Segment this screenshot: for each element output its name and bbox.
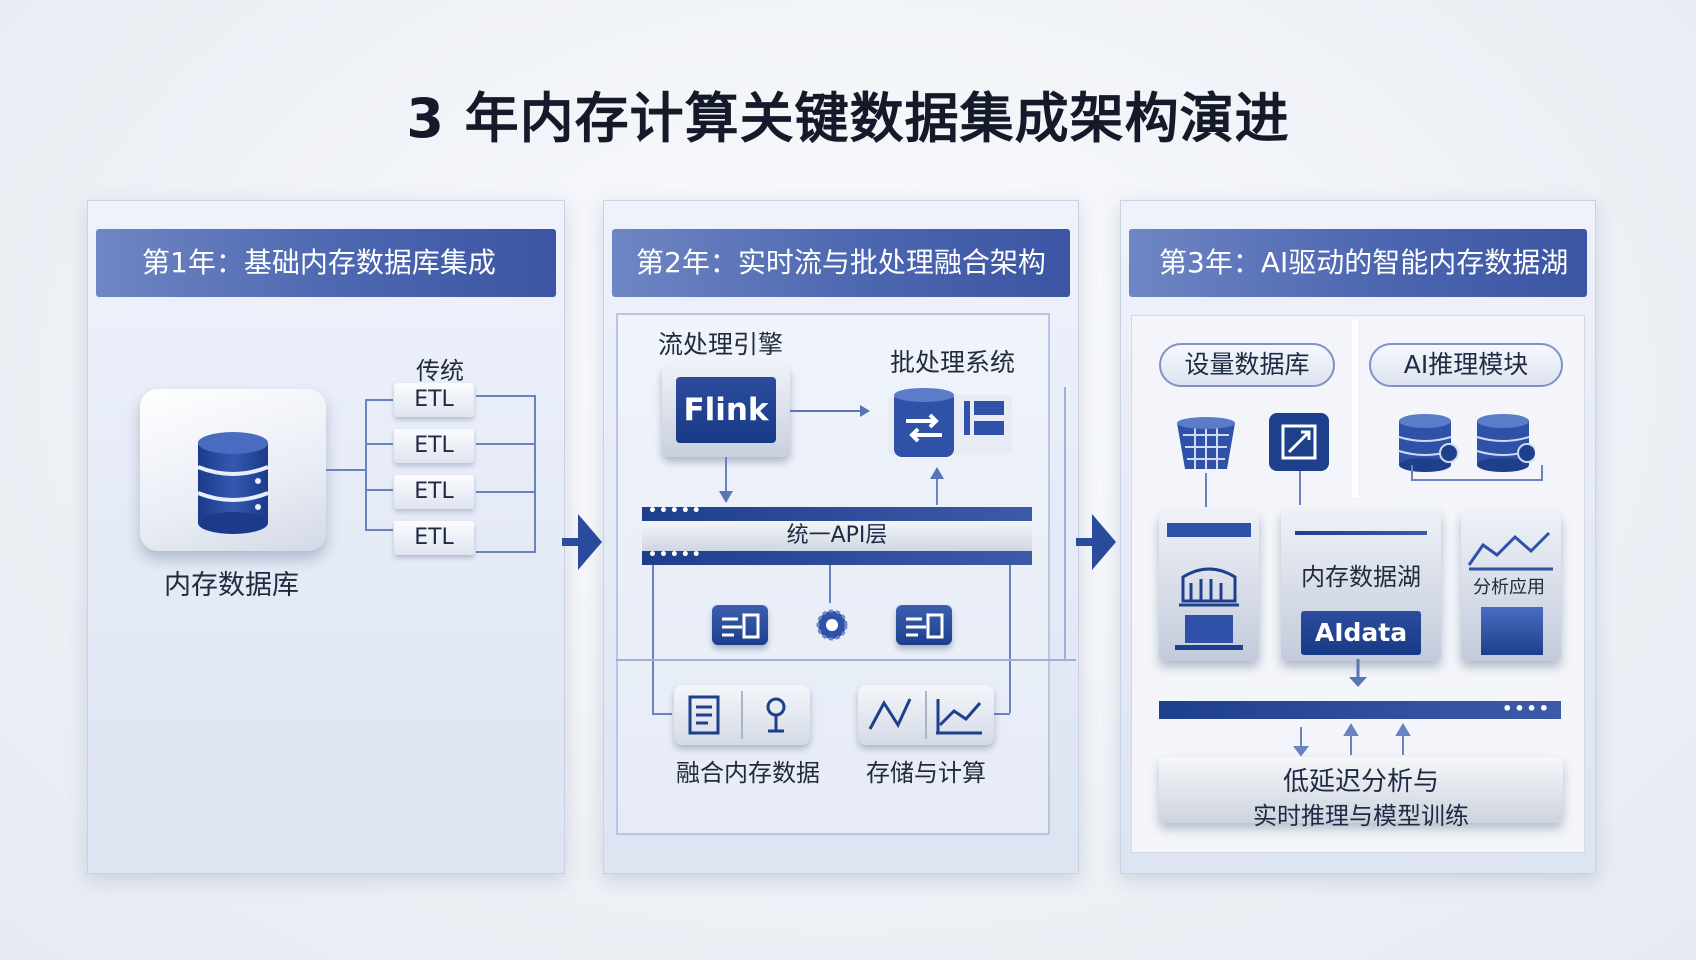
connector (1009, 565, 1011, 713)
connector (365, 489, 393, 491)
batch-system-label: 批处理系统 (890, 348, 1016, 377)
fusion-data-label: 融合内存数据 (676, 759, 820, 787)
year1-header: 第1年：基础内存数据库集成 (96, 229, 556, 297)
arrow-up-icon (930, 467, 944, 479)
flow-arrows-icon (1293, 723, 1411, 757)
memory-data-lake-label: 内存数据湖 (1301, 563, 1421, 591)
year1-panel: 第1年：基础内存数据库集成 内存数据库 传统 (87, 200, 565, 874)
year3-panel: 第3年：AI驱动的智能内存数据湖 设量数据库 AI推理模块 内存数据湖 AIda… (1120, 200, 1596, 874)
compute-node-icon[interactable] (896, 605, 952, 645)
connector (365, 399, 393, 401)
gear-icon[interactable] (812, 605, 852, 645)
database-icon (197, 432, 269, 534)
api-bottom-bar: ••••• (642, 547, 1032, 565)
data-bus-bar: •••• (1159, 699, 1561, 719)
connector (476, 443, 534, 445)
connector (1064, 387, 1066, 661)
connector (476, 491, 534, 493)
ai-inference-pill[interactable]: AI推理模块 (1369, 343, 1563, 387)
memory-data-lake-module[interactable]: 内存数据湖 AIdata (1281, 509, 1441, 661)
stream-engine-label: 流处理引擎 (658, 330, 784, 359)
data-bucket-icon (1177, 417, 1235, 469)
connector (936, 475, 938, 505)
low-latency-box[interactable]: 低延迟分析与 实时推理与模型训练 (1159, 757, 1563, 830)
connector (829, 565, 831, 603)
flink-logo: Flink (676, 377, 776, 443)
connector (725, 457, 727, 497)
fusion-data-tile[interactable] (674, 685, 810, 745)
storage-compute-tile[interactable] (858, 685, 994, 745)
connector (326, 469, 366, 471)
memory-db-label: 内存数据库 (164, 570, 299, 601)
divider (1352, 319, 1358, 497)
aidata-badge: AIdata (1301, 611, 1421, 655)
storage-node-icon[interactable] (712, 605, 768, 645)
ai-chip-icon (1269, 413, 1329, 471)
arrow-down-icon (719, 491, 733, 503)
connector (476, 551, 534, 553)
year2-header: 第2年：实时流与批处理融合架构 (612, 229, 1070, 297)
connector (365, 529, 393, 531)
dots: ••••• (648, 503, 703, 519)
year3-header: 第3年：AI驱动的智能内存数据湖 (1129, 229, 1587, 297)
connector (365, 399, 367, 529)
bottom-line-2: 实时推理与模型训练 (1253, 802, 1469, 830)
connector (616, 659, 1076, 661)
connector (990, 713, 1010, 715)
connector (365, 443, 393, 445)
dots: •••• (1502, 699, 1551, 718)
connector (1299, 471, 1301, 505)
etl-box[interactable]: ETL (394, 521, 474, 555)
arrow-right-icon (562, 514, 602, 570)
unified-api-layer[interactable]: 统一API层 (642, 521, 1032, 551)
connector (1205, 473, 1207, 507)
analytics-module[interactable]: 分析应用 (1461, 511, 1561, 661)
year2-panel: 第2年：实时流与批处理融合架构 流处理引擎 Flink 批处理系统 ••••• … (603, 200, 1079, 874)
connector (652, 713, 672, 715)
flink-card[interactable]: Flink (662, 365, 790, 457)
arrow-down-icon (1349, 659, 1367, 687)
memory-db-card[interactable] (140, 389, 326, 551)
traditional-label: 传统 (416, 357, 464, 385)
connector (652, 565, 654, 713)
batch-database-icon[interactable] (886, 387, 1016, 463)
connector (534, 395, 536, 553)
api-top-bar: ••••• (642, 503, 1032, 521)
arrow-right-icon (790, 405, 870, 417)
etl-box[interactable]: ETL (394, 475, 474, 509)
bottom-line-1: 低延迟分析与 (1282, 767, 1439, 797)
vector-db-pill[interactable]: 设量数据库 (1159, 343, 1335, 387)
etl-box[interactable]: ETL (394, 429, 474, 463)
analytics-label: 分析应用 (1473, 577, 1545, 598)
connector (476, 395, 536, 397)
storage-compute-label: 存储与计算 (866, 759, 986, 787)
model-database-icon (1398, 414, 1535, 472)
arrow-right-icon (1076, 514, 1116, 570)
connector (1411, 465, 1543, 481)
etl-box[interactable]: ETL (394, 383, 474, 417)
dashboard-icon (1481, 607, 1543, 655)
page-title: 3 年内存计算关键数据集成架构演进 (406, 87, 1290, 150)
ingestion-module[interactable] (1159, 511, 1259, 661)
dots: ••••• (648, 547, 703, 563)
lake-top-bar (1295, 531, 1427, 535)
